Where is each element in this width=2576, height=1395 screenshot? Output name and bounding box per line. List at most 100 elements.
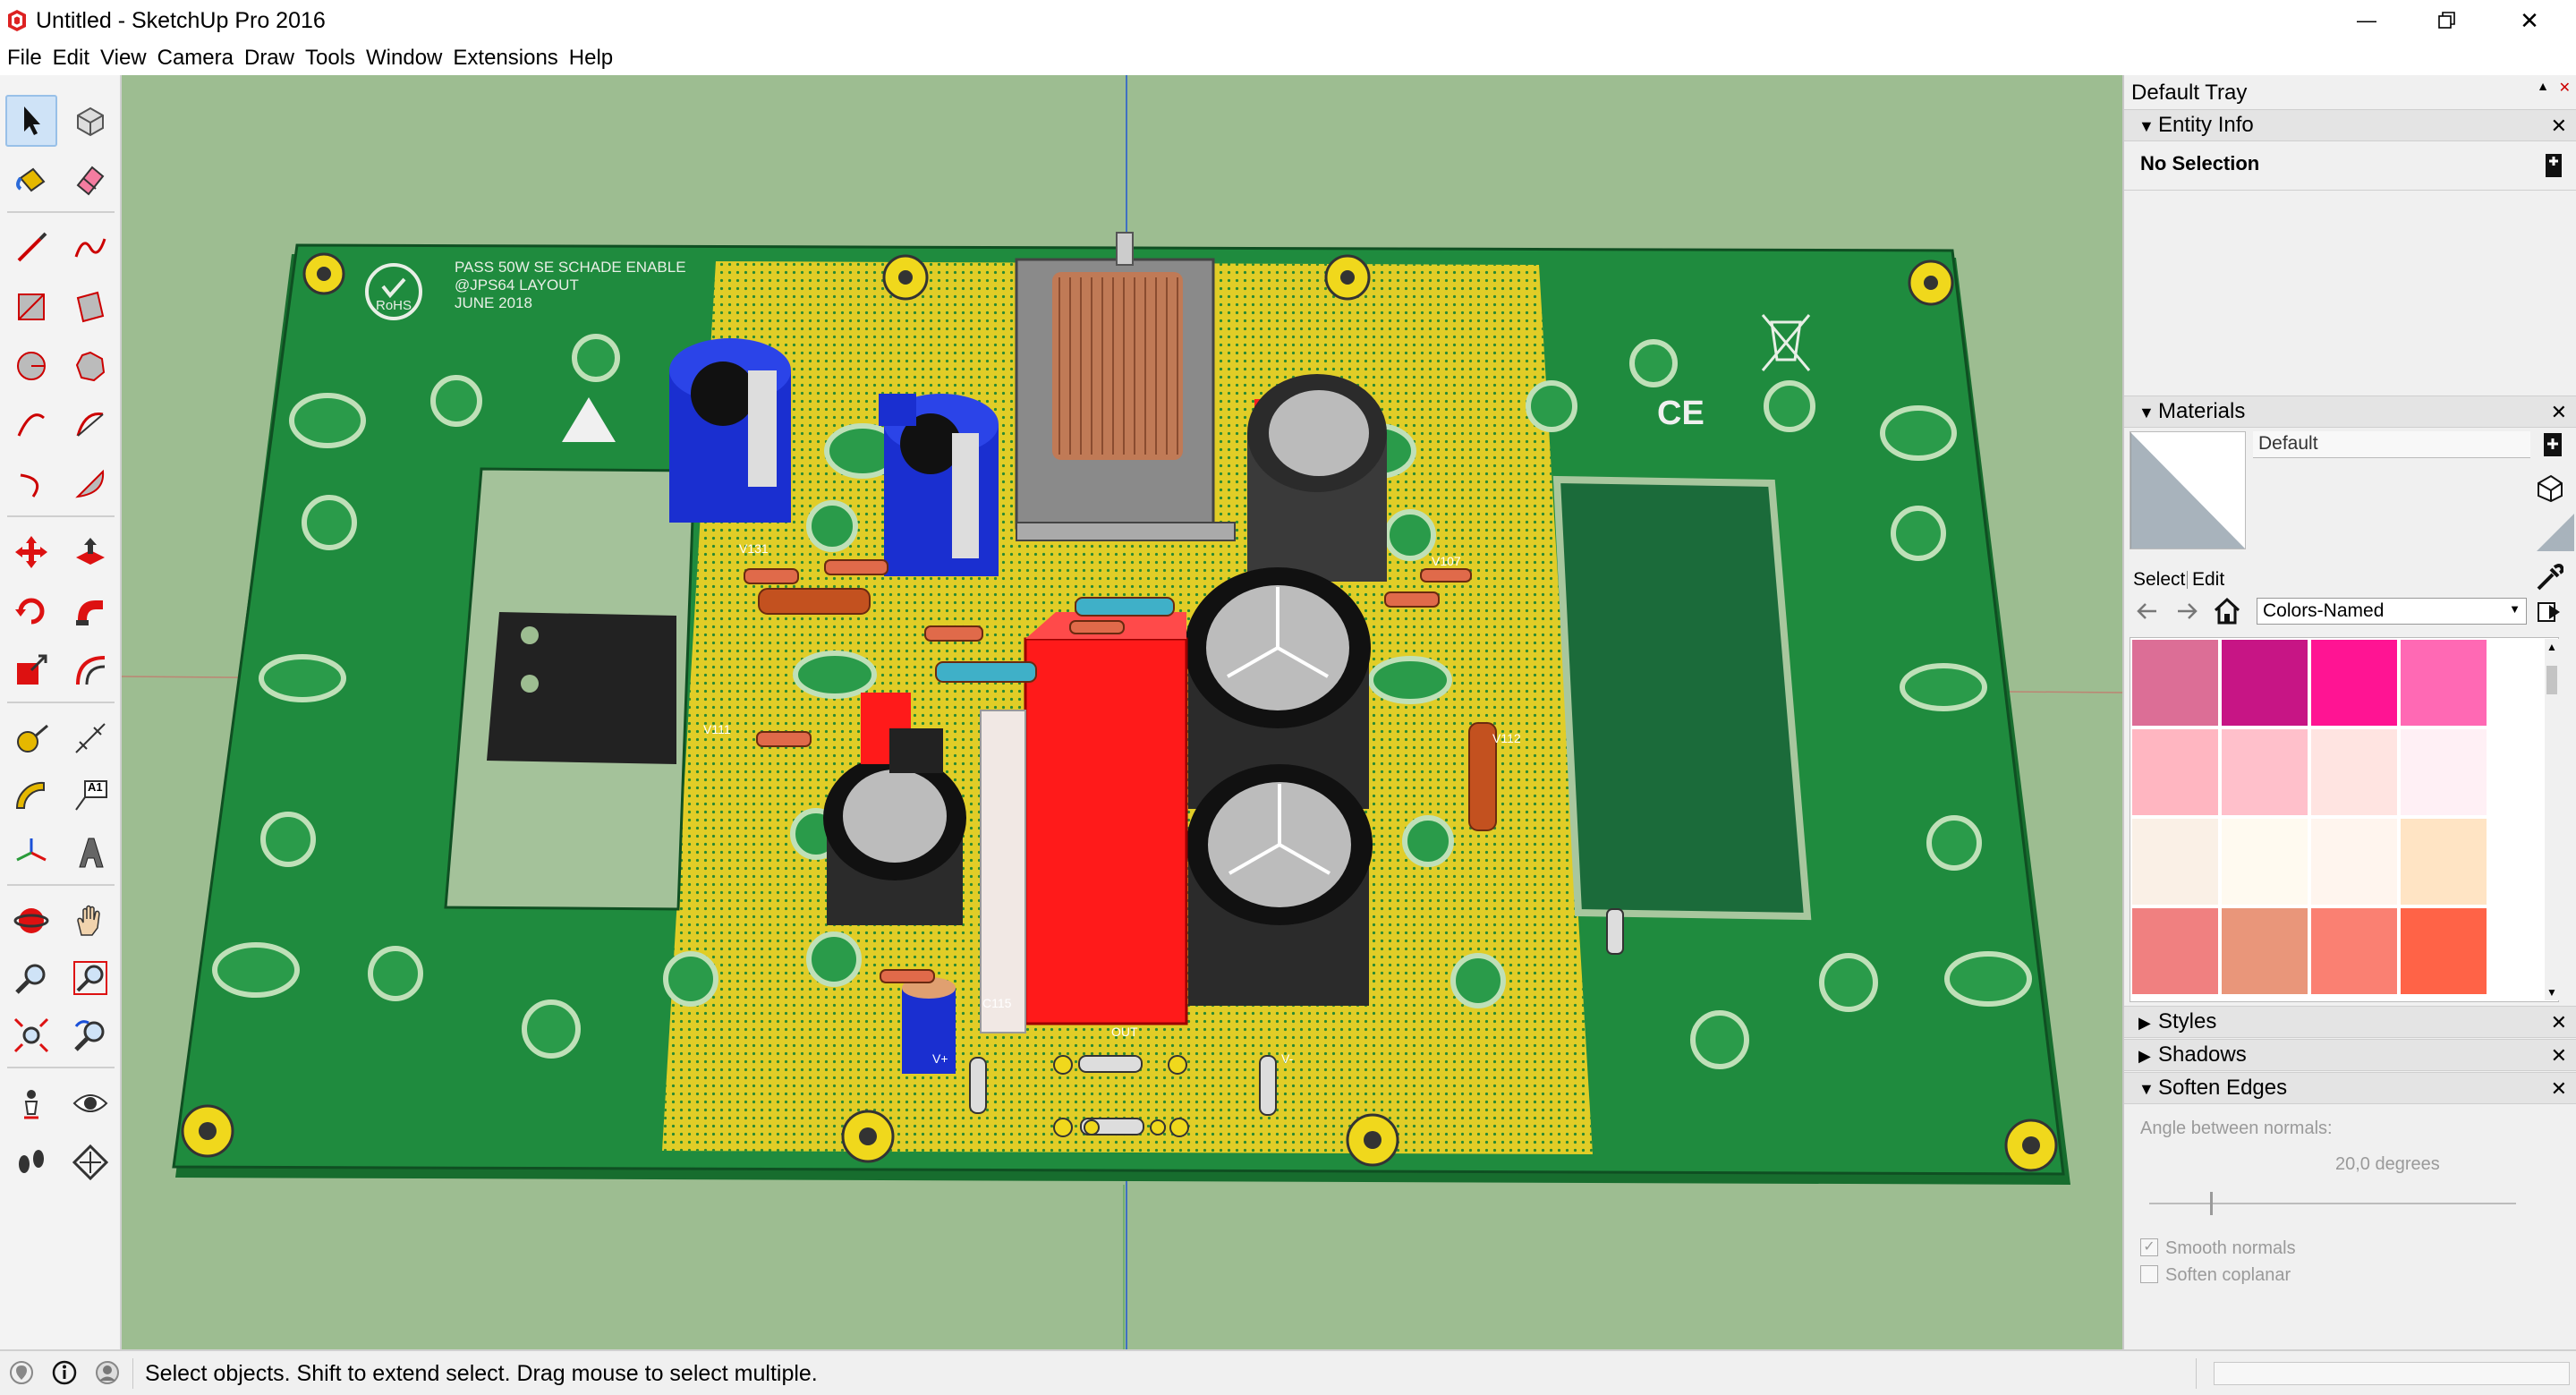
component-tool-button[interactable] — [64, 95, 116, 147]
pie-tool-button[interactable] — [64, 458, 116, 510]
rotate-tool-button[interactable] — [5, 585, 57, 637]
menu-file[interactable]: File — [7, 46, 42, 70]
tray-close-icon[interactable]: ✕ — [2558, 81, 2571, 96]
eraser-tool-button[interactable] — [64, 154, 116, 206]
swatch[interactable] — [2311, 640, 2397, 726]
menu-view[interactable]: View — [100, 46, 147, 70]
menu-tools[interactable]: Tools — [305, 46, 356, 70]
swatch[interactable] — [2222, 819, 2308, 905]
circle-tool-button[interactable] — [5, 340, 57, 392]
walk-tool-button[interactable] — [5, 1136, 57, 1188]
entity-info-header[interactable]: ▼Entity Info ✕ — [2124, 109, 2576, 141]
tab-select[interactable]: Select — [2133, 569, 2186, 590]
tape-measure-tool-button[interactable] — [5, 712, 57, 764]
menu-camera[interactable]: Camera — [157, 46, 234, 70]
menu-extensions[interactable]: Extensions — [453, 46, 558, 70]
smooth-normals-checkbox[interactable]: ✓ — [2140, 1238, 2158, 1256]
close-window-button[interactable]: ✕ — [2491, 0, 2568, 41]
axes-tool-button[interactable] — [5, 827, 57, 879]
dimension-tool-button[interactable] — [64, 712, 116, 764]
angle-slider[interactable] — [2149, 1190, 2516, 1217]
back-icon[interactable] — [2133, 598, 2160, 625]
polygon-tool-button[interactable] — [64, 340, 116, 392]
library-select[interactable]: Colors-Named ▼ — [2257, 598, 2527, 625]
protractor-tool-button[interactable] — [5, 770, 57, 821]
swatch[interactable] — [2401, 908, 2487, 994]
swatch[interactable] — [2401, 729, 2487, 815]
menu-edit[interactable]: Edit — [52, 46, 90, 70]
geolocation-icon[interactable] — [9, 1360, 34, 1385]
toggle-details-icon[interactable] — [2544, 152, 2563, 179]
pan-tool-button[interactable] — [64, 895, 116, 947]
menu-draw[interactable]: Draw — [243, 46, 294, 70]
details-arrow-icon[interactable] — [2537, 600, 2562, 625]
previous-view-tool-button[interactable] — [64, 1009, 116, 1061]
scroll-thumb[interactable] — [2546, 666, 2557, 694]
position-camera-tool-button[interactable] — [5, 1077, 57, 1129]
paint-bucket-tool-button[interactable] — [5, 154, 57, 206]
swatch[interactable] — [2132, 819, 2218, 905]
sample-paint-icon[interactable] — [2535, 472, 2565, 503]
orbit-tool-button[interactable] — [5, 895, 57, 947]
slider-thumb[interactable] — [2210, 1192, 2214, 1215]
tray-pin-icon[interactable]: ▲ — [2537, 79, 2549, 93]
close-panel-icon[interactable]: ✕ — [2550, 401, 2567, 423]
zoom-tool-button[interactable] — [5, 952, 57, 1004]
home-icon[interactable] — [2212, 596, 2242, 626]
swatch[interactable] — [2311, 819, 2397, 905]
swatch[interactable] — [2401, 640, 2487, 726]
zoom-extents-tool-button[interactable] — [5, 1009, 57, 1061]
rotated-rectangle-tool-button[interactable] — [64, 281, 116, 333]
two-point-arc-tool-button[interactable] — [64, 399, 116, 451]
soften-coplanar-checkbox[interactable] — [2140, 1265, 2158, 1283]
display-secondary-icon[interactable] — [2537, 514, 2574, 551]
move-tool-button[interactable] — [5, 526, 57, 578]
swatch-scrollbar[interactable]: ▲ ▼ — [2545, 639, 2559, 1000]
minimize-button[interactable]: — — [2328, 0, 2405, 41]
swatch[interactable] — [2132, 640, 2218, 726]
close-panel-icon[interactable]: ✕ — [2550, 115, 2567, 137]
create-material-icon[interactable] — [2542, 431, 2563, 458]
measurements-box[interactable] — [2214, 1362, 2570, 1385]
restore-button[interactable] — [2409, 0, 2486, 41]
follow-me-tool-button[interactable] — [64, 585, 116, 637]
swatch[interactable] — [2132, 729, 2218, 815]
styles-header[interactable]: ▶Styles ✕ — [2124, 1006, 2576, 1038]
three-point-arc-tool-button[interactable] — [5, 458, 57, 510]
close-panel-icon[interactable]: ✕ — [2550, 1044, 2567, 1067]
user-account-icon[interactable] — [95, 1360, 120, 1385]
offset-tool-button[interactable] — [64, 644, 116, 696]
menu-window[interactable]: Window — [366, 46, 443, 70]
swatch[interactable] — [2311, 908, 2397, 994]
eyedropper-icon[interactable] — [2535, 564, 2563, 592]
3d-text-tool-button[interactable] — [64, 827, 116, 879]
zoom-window-tool-button[interactable] — [64, 952, 116, 1004]
drawing-area[interactable]: RoHS CE PASS 50W SE SCHADE ENABLE @JPS64… — [122, 75, 2122, 1349]
rectangle-tool-button[interactable] — [5, 281, 57, 333]
swatch[interactable] — [2222, 640, 2308, 726]
section-plane-tool-button[interactable] — [64, 1136, 116, 1188]
menu-help[interactable]: Help — [568, 46, 614, 70]
close-panel-icon[interactable]: ✕ — [2550, 1011, 2567, 1033]
materials-header[interactable]: ▼Materials ✕ — [2124, 396, 2576, 428]
forward-icon[interactable] — [2174, 598, 2201, 625]
close-panel-icon[interactable]: ✕ — [2550, 1077, 2567, 1100]
swatch[interactable] — [2222, 908, 2308, 994]
line-tool-button[interactable] — [5, 222, 57, 274]
scroll-up-icon[interactable]: ▲ — [2546, 641, 2557, 653]
shadows-header[interactable]: ▶Shadows ✕ — [2124, 1039, 2576, 1071]
soften-edges-header[interactable]: ▼Soften Edges ✕ — [2124, 1072, 2576, 1104]
arc-tool-button[interactable] — [5, 399, 57, 451]
swatch[interactable] — [2401, 819, 2487, 905]
push-pull-tool-button[interactable] — [64, 526, 116, 578]
swatch[interactable] — [2222, 729, 2308, 815]
tab-edit[interactable]: Edit — [2192, 569, 2225, 590]
scale-tool-button[interactable] — [5, 644, 57, 696]
look-around-tool-button[interactable] — [64, 1077, 116, 1129]
text-tool-button[interactable]: A1 — [64, 770, 116, 821]
freehand-tool-button[interactable] — [64, 222, 116, 274]
swatch[interactable] — [2132, 908, 2218, 994]
swatch[interactable] — [2311, 729, 2397, 815]
select-tool-button[interactable] — [5, 95, 57, 147]
info-icon[interactable] — [52, 1360, 77, 1385]
